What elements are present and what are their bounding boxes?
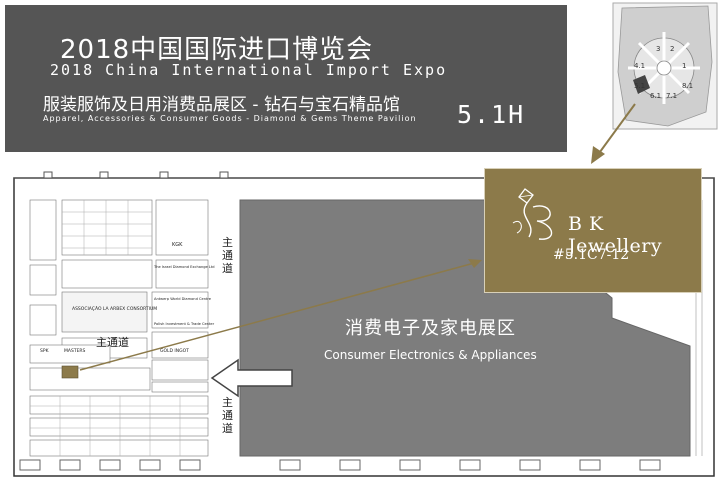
minimap-hall-3: 3 <box>656 45 660 53</box>
highlight-booth <box>61 365 79 379</box>
expo-title-en: 2018 China International Import Expo <box>50 61 448 79</box>
booth-label-kgk: KGK <box>172 242 183 248</box>
direction-arrow-icon <box>210 358 293 398</box>
exhibitor-booth-number: #5.1C7-12 <box>553 247 630 263</box>
minimap-hall-4-1: 4.1 <box>634 62 645 70</box>
minimap-hall-6-1: 6.1 <box>650 92 661 100</box>
minimap-hall-1: 1 <box>682 62 686 70</box>
pavilion-subtitle-cn: 服装服饰及日用消费品展区 - 钻石与宝石精品馆 <box>43 95 400 115</box>
booth-label-antwerp: Antwerp World Diamond Centre <box>154 297 212 301</box>
minimap-pointer-arrow <box>591 103 636 164</box>
consumer-zone-title-cn: 消费电子及家电展区 <box>345 318 516 339</box>
minimap-hall-8-1: 8.1 <box>682 82 693 90</box>
main-aisle-label-horizontal: 主通道 <box>96 336 129 349</box>
main-aisle-label-upper: 主通道 <box>222 236 233 275</box>
exhibitor-callout: B K Jewellery #5.1C7-12 <box>484 168 702 293</box>
hall-number: 5.1H <box>457 100 526 129</box>
highlight-hall-5-1 <box>633 75 650 94</box>
venue-minimap-graphic: 3 2 4.1 1 5.1 6.1 7.1 8.1 <box>612 2 718 130</box>
main-aisle-label-lower: 主通道 <box>222 396 233 435</box>
minimap-hall-2: 2 <box>670 45 674 53</box>
expo-title-cn: 2018中国国际进口博览会 <box>60 35 374 65</box>
booth-label-polish: Polish Investment & Trade Center <box>154 322 215 326</box>
expo-header-banner: 2018中国国际进口博览会 2018 China International I… <box>5 5 567 152</box>
booth-label-arbex: ASSOCIAÇÃO LA ARBEX CONSORTIUM <box>72 305 157 312</box>
venue-minimap: 3 2 4.1 1 5.1 6.1 7.1 8.1 <box>612 2 718 130</box>
booth-label-gold-ingot: GOLD INGOT <box>160 348 189 354</box>
callout-arrowhead-icon <box>468 259 482 268</box>
minimap-hall-5-1: 5.1 <box>634 82 645 90</box>
booth-label-israel-diamond: The Israel Diamond Exchange Ltd <box>153 265 215 269</box>
exhibitor-brand-name: B K Jewellery <box>568 213 663 257</box>
minimap-pointer-arrowhead-icon <box>591 146 605 164</box>
consumer-zone-title-en: Consumer Electronics & Appliances <box>324 348 537 362</box>
callout-leader-line <box>79 261 479 371</box>
minimap-hall-7-1: 7.1 <box>666 92 677 100</box>
bk-jewellery-logo-icon <box>512 188 553 240</box>
pavilion-subtitle-en: Apparel, Accessories & Consumer Goods - … <box>43 114 417 123</box>
booth-label-spk: SPK <box>40 348 50 354</box>
booth-label-masters: MASTERS <box>64 348 86 354</box>
